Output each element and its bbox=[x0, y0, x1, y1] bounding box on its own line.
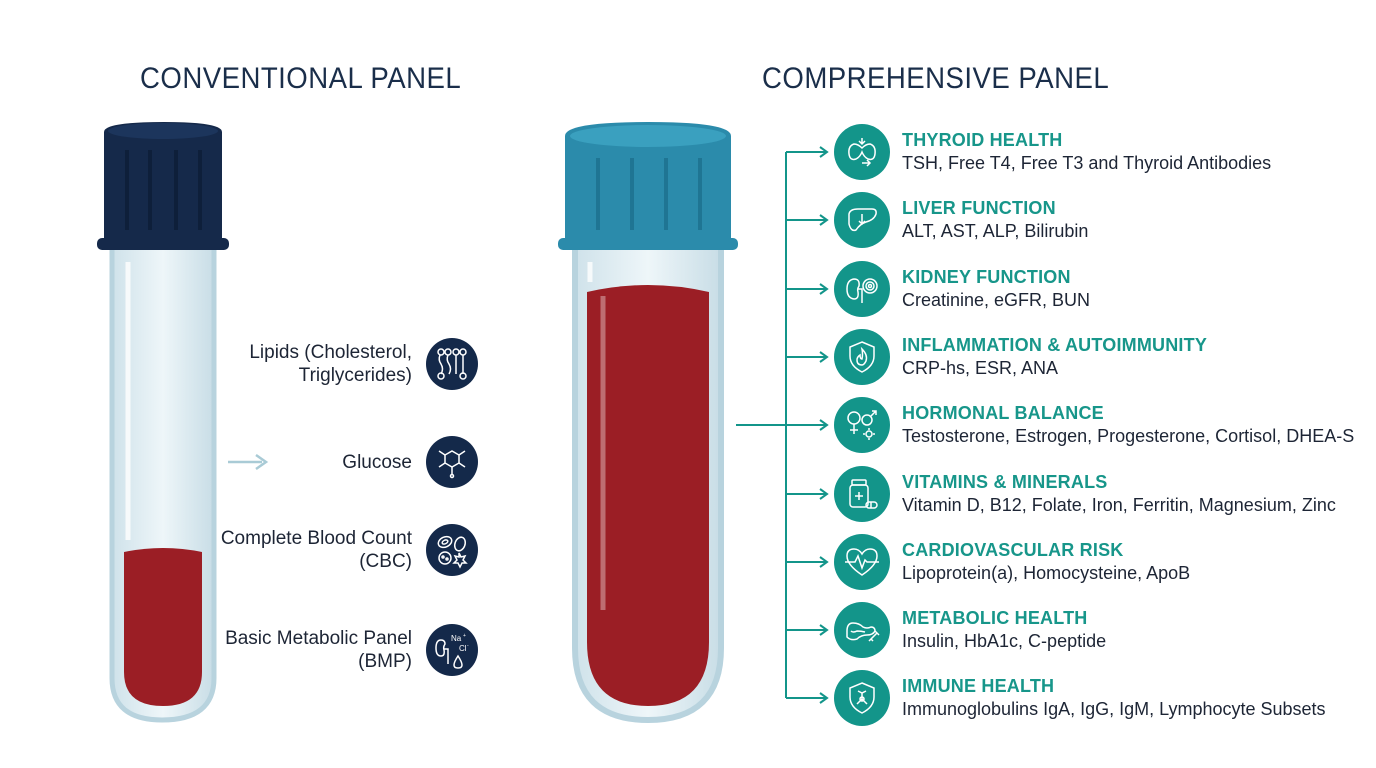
blood-cells-icon bbox=[426, 524, 478, 576]
glucose-molecule-icon bbox=[426, 436, 478, 488]
conventional-item-label: Lipids (Cholesterol, Triglycerides) bbox=[249, 342, 412, 386]
pancreas-icon bbox=[834, 602, 890, 658]
conventional-item-bmp: Basic Metabolic Panel (BMP) Na + Cl - bbox=[212, 624, 478, 676]
svg-text:Cl: Cl bbox=[459, 644, 467, 653]
comprehensive-tube-cap bbox=[565, 122, 731, 240]
comprehensive-item-tests: Creatinine, eGFR, BUN bbox=[902, 290, 1091, 310]
comprehensive-item-cardiovascular: CARDIOVASCULAR RISK Lipoprotein(a), Homo… bbox=[834, 534, 1190, 590]
comprehensive-item-name: CARDIOVASCULAR RISK bbox=[902, 540, 1124, 560]
conventional-item-lipids: Lipids (Cholesterol, Triglycerides) bbox=[212, 338, 478, 390]
gender-symbols-icon bbox=[834, 397, 890, 453]
conventional-arrow bbox=[228, 453, 269, 471]
conventional-item-label: Glucose bbox=[342, 451, 412, 473]
conventional-item-label: Basic Metabolic Panel (BMP) bbox=[225, 628, 412, 672]
comprehensive-item-tests: CRP-hs, ESR, ANA bbox=[902, 358, 1059, 378]
comprehensive-item-name: HORMONAL BALANCE bbox=[902, 403, 1104, 423]
comprehensive-connector bbox=[736, 146, 829, 704]
thyroid-icon bbox=[834, 124, 890, 180]
comprehensive-item-immune: IMMUNE HEALTH Immunoglobulins IgA, IgG, … bbox=[834, 670, 1326, 726]
comprehensive-item-thyroid: THYROID HEALTH TSH, Free T4, Free T3 and… bbox=[834, 124, 1271, 180]
conventional-item-cbc: Complete Blood Count (CBC) bbox=[212, 524, 478, 576]
conventional-blood-sample bbox=[124, 548, 202, 706]
lipids-icon bbox=[426, 338, 478, 390]
kidney-icon bbox=[834, 261, 890, 317]
heart-pulse-icon bbox=[834, 534, 890, 590]
comprehensive-item-kidney: KIDNEY FUNCTION Creatinine, eGFR, BUN bbox=[834, 261, 1090, 317]
comprehensive-item-tests: ALT, AST, ALP, Bilirubin bbox=[902, 221, 1089, 241]
conventional-item-glucose: Glucose bbox=[212, 436, 478, 488]
svg-text:-: - bbox=[467, 643, 469, 649]
immune-shield-icon bbox=[834, 670, 890, 726]
conventional-tube bbox=[97, 122, 229, 723]
conventional-item-label: Complete Blood Count (CBC) bbox=[220, 528, 412, 572]
comprehensive-item-name: THYROID HEALTH bbox=[902, 130, 1063, 150]
comprehensive-item-vitamins: VITAMINS & MINERALS Vitamin D, B12, Fola… bbox=[834, 466, 1336, 522]
comprehensive-item-metabolic: METABOLIC HEALTH Insulin, HbA1c, C-pepti… bbox=[834, 602, 1106, 658]
comprehensive-item-tests: Lipoprotein(a), Homocysteine, ApoB bbox=[902, 563, 1191, 583]
supplement-bottle-icon bbox=[834, 466, 890, 522]
comprehensive-item-tests: Testosterone, Estrogen, Progesterone, Co… bbox=[902, 426, 1355, 446]
shield-flame-icon bbox=[834, 329, 890, 385]
comprehensive-blood-sample bbox=[587, 285, 709, 706]
comprehensive-item-tests: Insulin, HbA1c, C-peptide bbox=[902, 631, 1107, 651]
comprehensive-tube bbox=[558, 122, 738, 724]
comprehensive-item-name: LIVER FUNCTION bbox=[902, 198, 1056, 218]
comprehensive-item-name: KIDNEY FUNCTION bbox=[902, 267, 1071, 287]
conventional-panel-title: CONVENTIONAL PANEL bbox=[140, 62, 462, 95]
comprehensive-item-tests: Immunoglobulins IgA, IgG, IgM, Lymphocyt… bbox=[902, 699, 1326, 719]
comprehensive-item-name: VITAMINS & MINERALS bbox=[902, 472, 1108, 492]
svg-text:Na: Na bbox=[451, 634, 462, 643]
conventional-tube-cap bbox=[104, 122, 222, 240]
comprehensive-item-liver: LIVER FUNCTION ALT, AST, ALP, Bilirubin bbox=[834, 192, 1088, 248]
electrolytes-icon: Na + Cl - bbox=[426, 624, 478, 676]
comprehensive-item-name: METABOLIC HEALTH bbox=[902, 608, 1088, 628]
branch-arrows bbox=[786, 146, 829, 704]
svg-text:+: + bbox=[463, 633, 466, 639]
comprehensive-item-hormonal: HORMONAL BALANCE Testosterone, Estrogen,… bbox=[834, 397, 1354, 453]
comprehensive-item-tests: TSH, Free T4, Free T3 and Thyroid Antibo… bbox=[902, 153, 1272, 173]
comprehensive-item-tests: Vitamin D, B12, Folate, Iron, Ferritin, … bbox=[902, 495, 1336, 515]
comprehensive-panel-title: COMPREHENSIVE PANEL bbox=[762, 62, 1110, 95]
comprehensive-item-inflammation: INFLAMMATION & AUTOIMMUNITY CRP-hs, ESR,… bbox=[834, 329, 1207, 385]
comprehensive-item-name: IMMUNE HEALTH bbox=[902, 676, 1055, 696]
comprehensive-item-name: INFLAMMATION & AUTOIMMUNITY bbox=[902, 335, 1208, 355]
liver-icon bbox=[834, 192, 890, 248]
